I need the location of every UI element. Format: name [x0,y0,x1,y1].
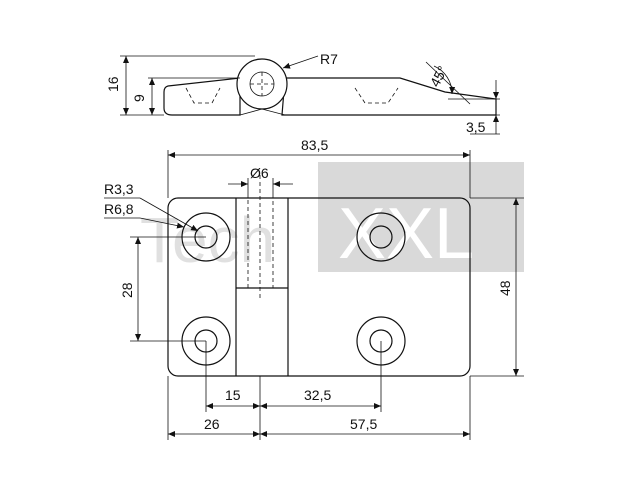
top-view: 83,5 Ø6 R3,3 R6,8 28 48 15 32,5 26 [104,137,524,440]
watermark: XXL Tech [140,162,524,276]
hole-top-right [356,212,406,262]
side-countersink-left [185,87,221,104]
side-knuckle-gap [239,108,286,116]
side-countersink-right [354,87,399,104]
dim-boss-radius: R6,8 [104,201,134,217]
top-outline [167,197,471,377]
dim-offset-left: 15 [225,387,241,403]
dim-hole-spacing-vertical: 28 [119,282,135,298]
dim-radius-knuckle: R7 [320,51,338,67]
watermark-box [318,162,524,272]
side-left-leaf [163,77,241,116]
dim-height-total: 16 [105,76,121,92]
side-view: 16 9 R7 45° 3,5 [105,51,500,135]
dim-left-leaf-width: 26 [204,416,220,432]
watermark-tech: Tech [140,204,275,276]
side-right-leaf [281,77,497,116]
dim-chamfer-angle: 45° [427,63,451,89]
dim-hole-radius: R3,3 [104,181,134,197]
watermark-xxl: XXL [338,194,474,274]
dim-height-leaf: 9 [131,94,147,102]
dim-hole-spacing-horizontal: 32,5 [304,387,331,403]
dim-overall-length: 83,5 [301,137,328,153]
dim-right-leaf-width: 57,5 [350,416,377,432]
side-knuckle [236,58,288,110]
dim-thickness: 3,5 [466,119,486,135]
dim-pin-diameter: Ø6 [250,165,269,181]
dim-overall-width: 48 [497,280,513,296]
